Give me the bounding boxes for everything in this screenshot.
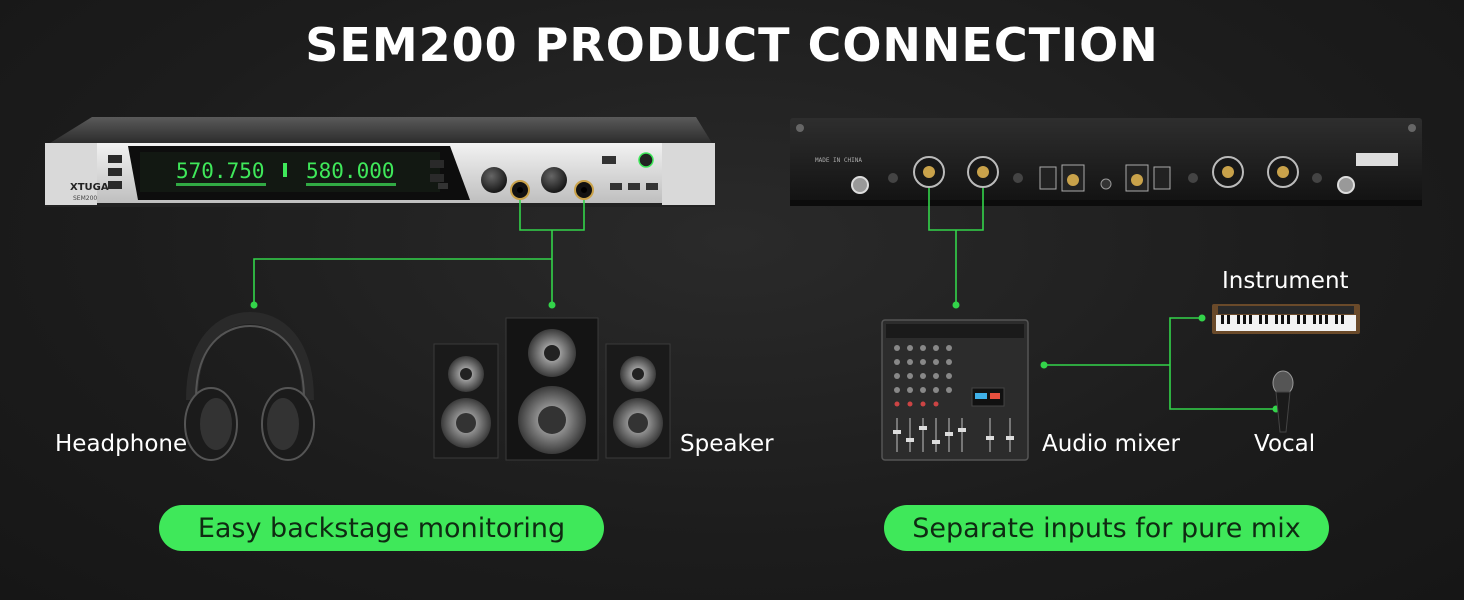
volume-knob-1 (481, 167, 507, 193)
vocal-label: Vocal (1254, 431, 1316, 457)
model-label: SEM200 (73, 195, 97, 202)
caption-left: Easy backstage monitoring (159, 505, 604, 551)
brand-logo: XTUGA (70, 182, 109, 193)
made-in-label: MADE IN CHINA (815, 157, 862, 164)
rear-panel-device (790, 118, 1422, 206)
headphone-label: Headphone (55, 431, 188, 457)
headphone-icon (184, 311, 315, 461)
freq-display-right: 580.000 (306, 159, 395, 183)
keyboard-icon (1212, 304, 1360, 334)
speaker-icon (433, 317, 671, 461)
microphone-icon (1272, 370, 1294, 433)
caption-right: Separate inputs for pure mix (884, 505, 1329, 551)
connector-lines (253, 188, 1276, 410)
audio-mixer-label: Audio mixer (1042, 431, 1180, 457)
power-icon (638, 152, 654, 168)
freq-display-left: 570.750 (176, 159, 265, 183)
speaker-label: Speaker (680, 431, 774, 457)
front-panel-device: 570.750 580.000 (45, 117, 715, 207)
volume-knob-2 (541, 167, 567, 193)
instrument-label: Instrument (1222, 268, 1349, 294)
audio-mixer-icon (881, 319, 1029, 461)
page-title: SEM200 PRODUCT CONNECTION (305, 18, 1159, 72)
